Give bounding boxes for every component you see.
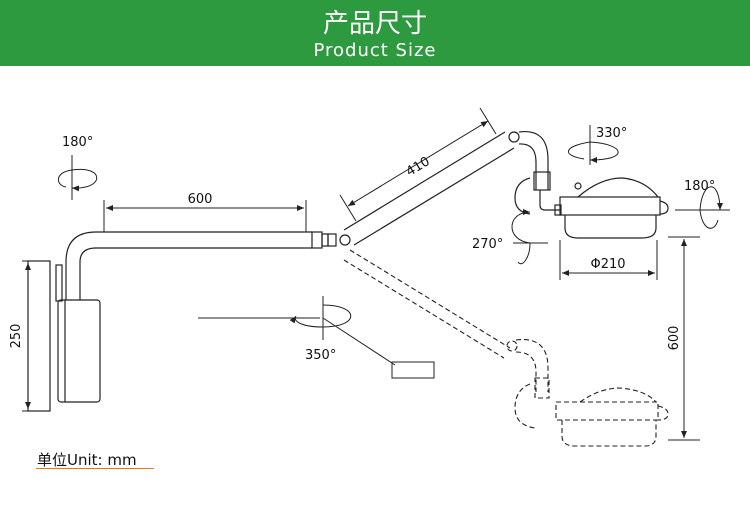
wall-joint-rotation-icon (58, 155, 98, 200)
arm-joint-angle-label: 350° (305, 348, 336, 363)
arm-joint-label-box (391, 361, 435, 379)
wall-joint-angle-label: 180° (62, 135, 93, 150)
angled-arm-length-label: 410 (404, 154, 433, 180)
lamp-yoke-angle-label: 330° (596, 126, 627, 141)
wall-mount-box (27, 260, 101, 412)
lamp-side-angle-label: 180° (684, 179, 715, 194)
product-size-diagram: 250 600 180° 410 (9, 107, 730, 447)
vertical-drop-label: 600 (667, 326, 682, 351)
lamp-tilt-rotation-icon (511, 209, 548, 265)
lamp-tilt-angle-label: 270° (472, 237, 503, 252)
page-title: 产品尺寸 (322, 9, 427, 39)
lamp-diameter-dimension-line (559, 240, 658, 280)
unit-note: 单位Unit: mm (37, 451, 137, 469)
header-banner: 产品尺寸 Product Size (0, 0, 750, 66)
lamp-head (554, 177, 669, 239)
unit-underline (36, 468, 154, 469)
arm-dimension-line (103, 200, 307, 232)
page-subtitle: Product Size (313, 40, 437, 61)
horizontal-arm (65, 231, 337, 300)
lamp-diameter-label: Φ210 (590, 257, 625, 272)
arm-joint-rotation-icon (198, 296, 396, 366)
arm-length-label: 600 (188, 192, 213, 207)
wall-box-height-label: 250 (9, 324, 24, 349)
height-dimension-line (22, 260, 44, 412)
angled-arm-dimension-line (339, 107, 497, 222)
angled-arm (339, 131, 520, 246)
lamp-yoke-rotation-icon (568, 125, 619, 165)
vertical-drop-dimension-line (668, 236, 700, 441)
lowered-arm-dashed (343, 249, 669, 447)
lamp-yoke (514, 130, 560, 215)
lamp-side-rotation-icon (675, 186, 730, 229)
